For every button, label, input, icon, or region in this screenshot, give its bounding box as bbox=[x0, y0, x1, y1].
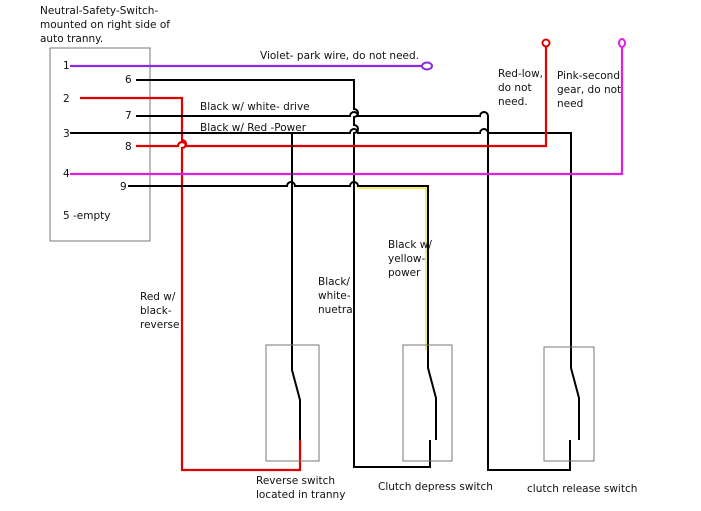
reverse-switch-box bbox=[265, 344, 320, 462]
wire-pink-second bbox=[70, 46, 624, 176]
clutch-depress-switch-blade bbox=[427, 350, 437, 440]
pin-1: 1 bbox=[63, 60, 70, 72]
clutch-depress-switch-box bbox=[402, 344, 453, 462]
wire-yellow-stripe bbox=[358, 187, 427, 350]
clutch-release-switch-blade bbox=[570, 350, 580, 440]
pin-3: 3 bbox=[63, 128, 70, 140]
wire-pin9 bbox=[128, 181, 429, 350]
wire-pin6 bbox=[136, 79, 431, 468]
label-drive: Black w/ white- drive bbox=[200, 101, 310, 113]
label-yellow-power: Black w/ yellow-power bbox=[388, 239, 432, 279]
label-neutral: Black/ white-nuetral bbox=[318, 276, 356, 316]
pin-5-empty: 5 -empty bbox=[63, 210, 111, 222]
label-violet-park: Violet- park wire, do not need. bbox=[260, 50, 420, 62]
diagram-title: Neutral-Safety-Switch-mounted on right s… bbox=[40, 5, 170, 45]
pink-wire-end bbox=[618, 38, 626, 48]
wire-pin7-drive bbox=[136, 111, 571, 471]
red-low-wire-end bbox=[541, 38, 551, 48]
label-reverse: Red w/ black-reverse bbox=[140, 291, 180, 331]
label-pink-second: Pink-second gear, do not need bbox=[557, 70, 622, 110]
clutch-release-switch-box bbox=[543, 346, 595, 462]
violet-wire-end bbox=[421, 61, 433, 71]
safety-switch-box bbox=[49, 47, 151, 242]
label-power: Black w/ Red -Power bbox=[200, 122, 307, 134]
wire-pin3-power bbox=[70, 128, 572, 350]
reverse-switch-blade bbox=[291, 350, 301, 440]
pin-7: 7 bbox=[125, 110, 132, 122]
pin-6: 6 bbox=[125, 74, 132, 86]
wire-red-reverse bbox=[80, 96, 302, 472]
label-clutch-depress-switch: Clutch depress switch bbox=[378, 481, 493, 493]
pin-9: 9 bbox=[120, 181, 127, 193]
label-red-low: Red-low, do not need. bbox=[498, 68, 544, 108]
label-reverse-switch: Reverse switch located in tranny bbox=[256, 475, 346, 501]
pin-8: 8 bbox=[125, 141, 132, 153]
pin-4: 4 bbox=[63, 168, 70, 180]
wire-red-low bbox=[136, 46, 548, 148]
pin-2: 2 bbox=[63, 93, 70, 105]
label-clutch-release-switch: clutch release switch bbox=[527, 483, 638, 495]
